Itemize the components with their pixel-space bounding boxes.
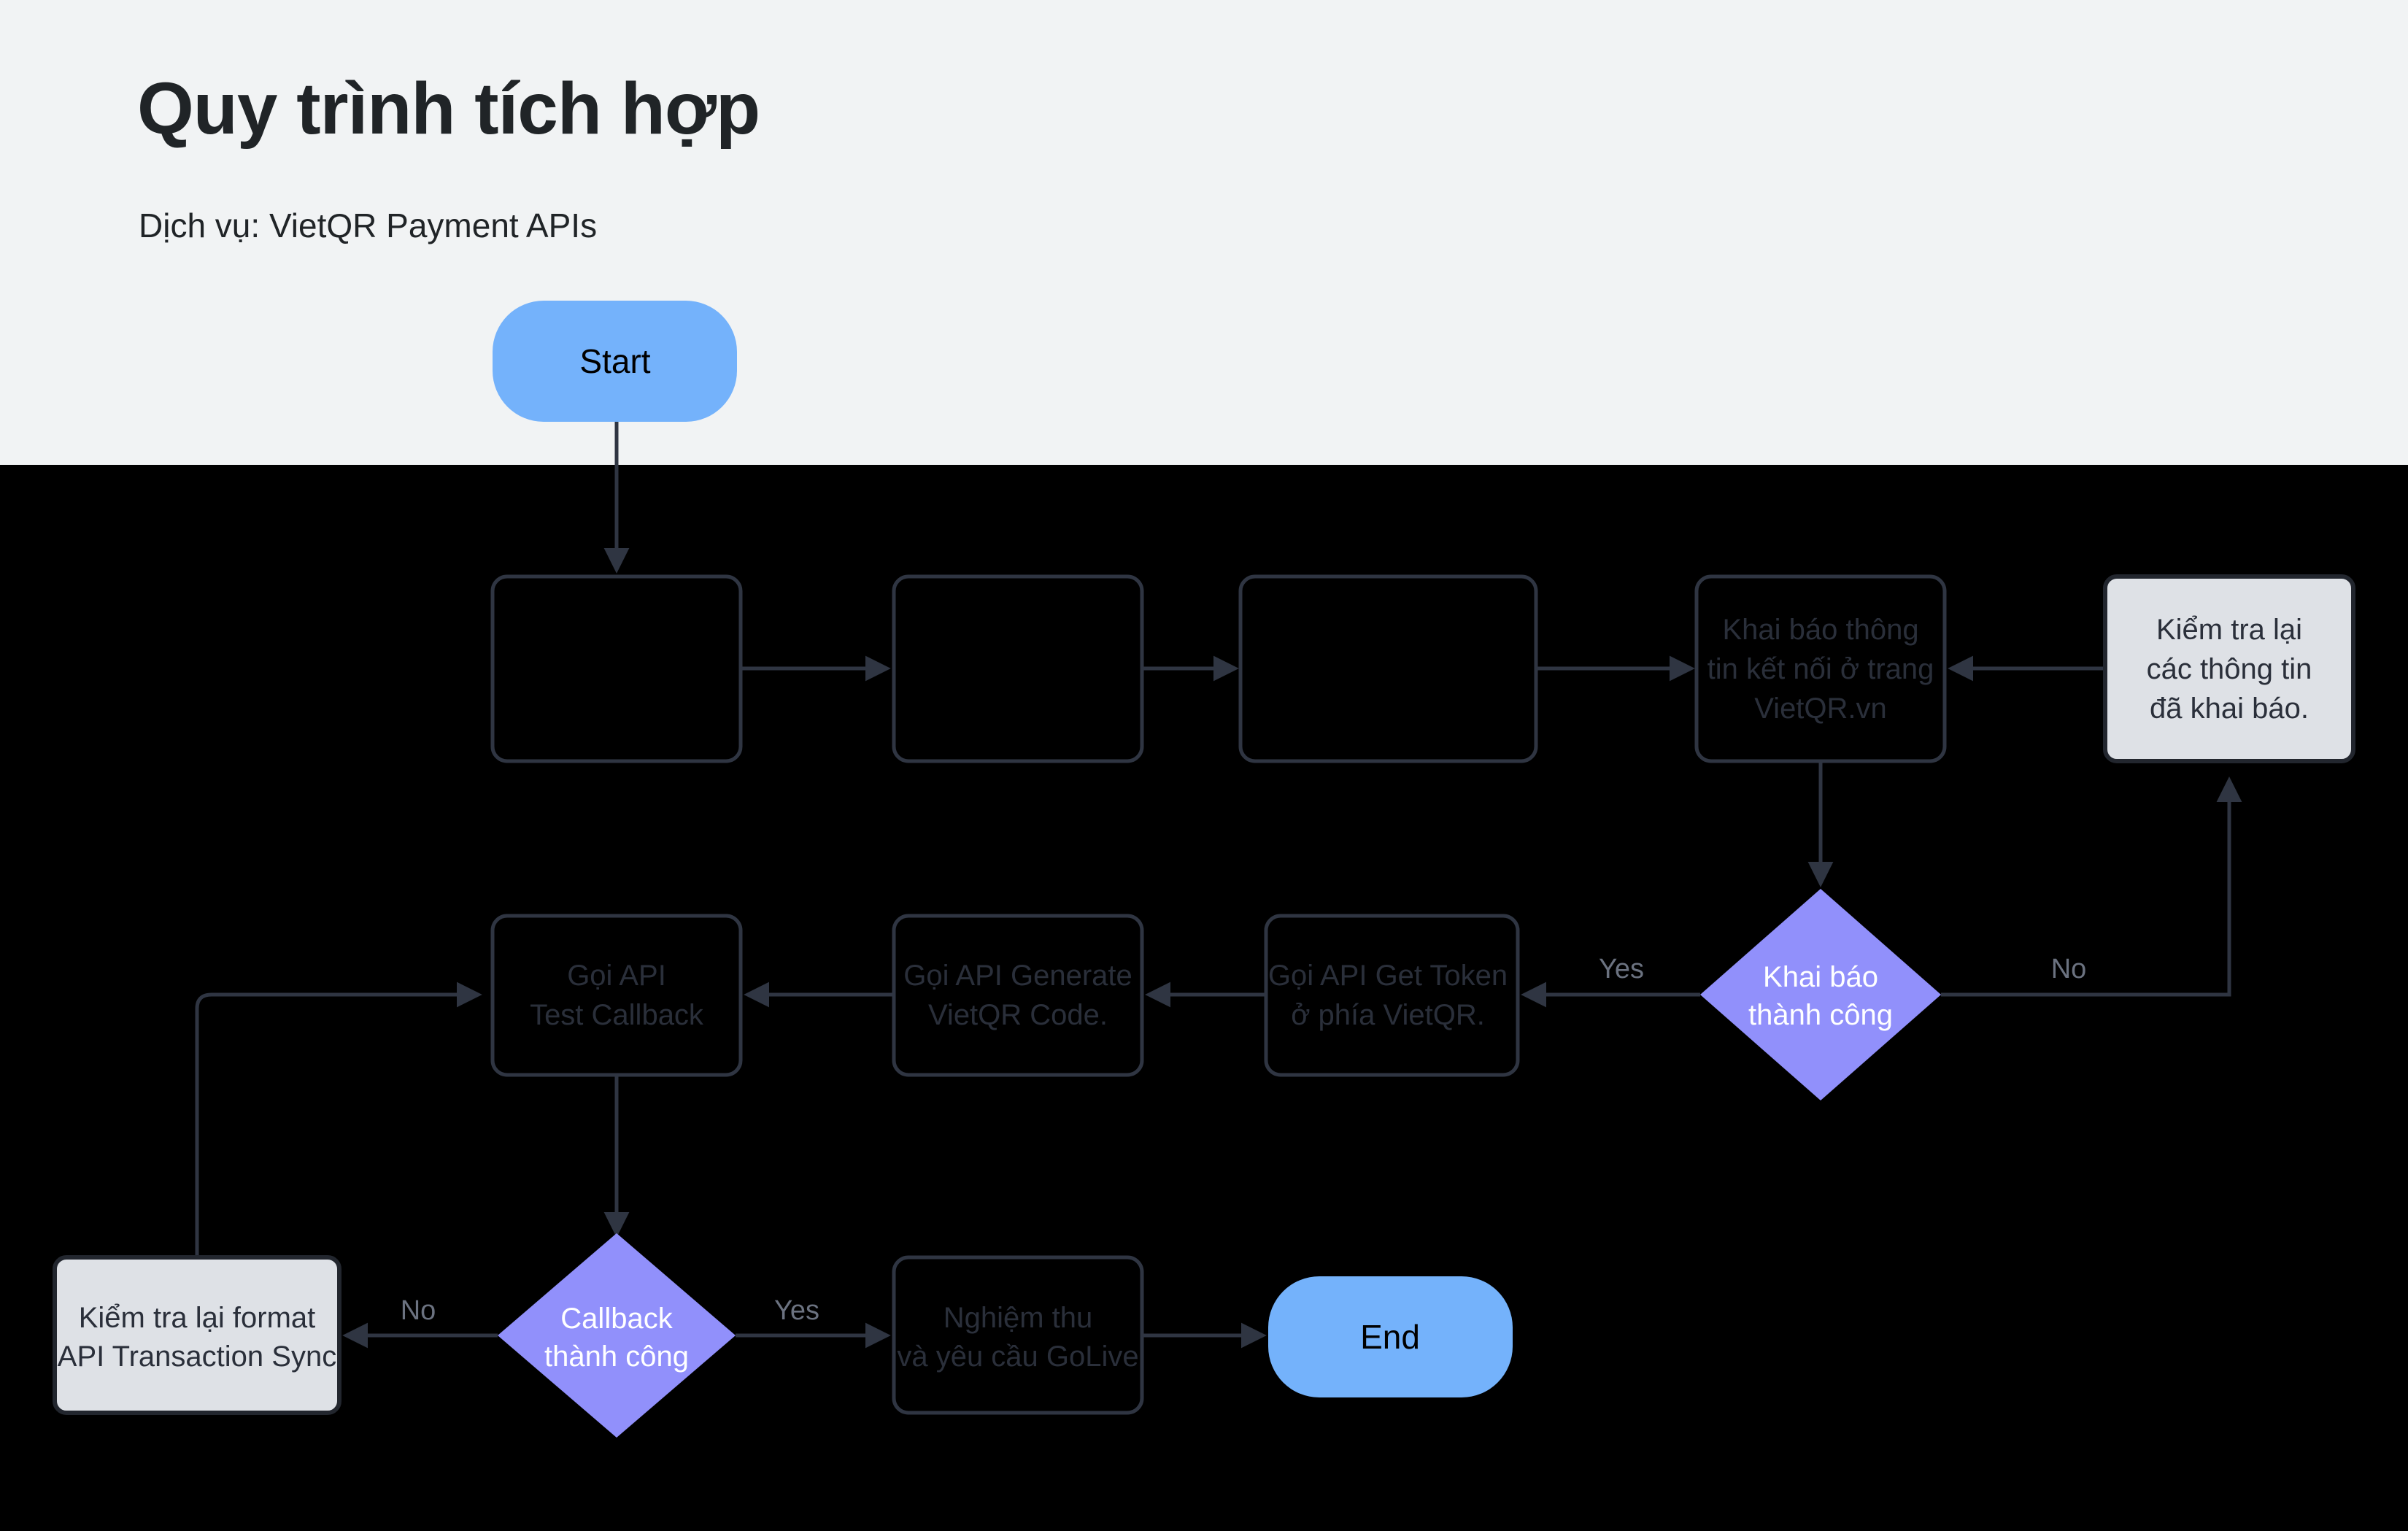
gettoken-line-2: ở phía VietQR. bbox=[1291, 999, 1485, 1031]
edge-label-callback-yes: Yes bbox=[774, 1295, 819, 1326]
decision-callback-shape[interactable] bbox=[498, 1233, 736, 1438]
testcb-line-2: Test Callback bbox=[530, 999, 704, 1031]
generate-line-2: VietQR Code. bbox=[928, 999, 1108, 1031]
fixformat-line-1: Kiểm tra lại format bbox=[79, 1302, 316, 1334]
recheck-shape[interactable] bbox=[2103, 574, 2355, 763]
decision-callback-line-1: Callback bbox=[560, 1303, 673, 1335]
decision-declare-shape[interactable] bbox=[1700, 889, 1941, 1100]
node-step3[interactable] bbox=[1238, 574, 1538, 763]
page-subtitle: Dịch vụ: VietQR Payment APIs bbox=[139, 207, 598, 244]
edge-label-callback-no: No bbox=[401, 1295, 436, 1326]
step1-shape[interactable] bbox=[490, 574, 743, 763]
fixformat-shape[interactable] bbox=[53, 1255, 341, 1415]
edge-label-declare-no: No bbox=[2051, 954, 2087, 984]
node-call-generate-vietqr-code[interactable]: Gọi API Generate VietQR Code. bbox=[892, 914, 1144, 1077]
golive-shape[interactable] bbox=[892, 1255, 1144, 1415]
node-start[interactable]: Start bbox=[493, 301, 737, 422]
end-shape[interactable] bbox=[1268, 1276, 1513, 1397]
node-call-get-token[interactable]: Gọi API Get Token ở phía VietQR. bbox=[1264, 914, 1520, 1077]
node-step2[interactable] bbox=[892, 574, 1144, 763]
generate-shape[interactable] bbox=[892, 914, 1144, 1077]
declare-line-3: VietQR.vn bbox=[1754, 693, 1887, 725]
gettoken-shape[interactable] bbox=[1264, 914, 1520, 1077]
start-label: Start bbox=[579, 342, 650, 380]
testcb-line-1: Gọi API bbox=[567, 960, 666, 992]
page-title: Quy trình tích hợp bbox=[137, 68, 760, 150]
decision-callback-line-2: thành công bbox=[544, 1341, 689, 1373]
node-end[interactable]: End bbox=[1268, 1276, 1513, 1397]
edge-label-declare-yes: Yes bbox=[1599, 954, 1644, 984]
recheck-line-2: các thông tin bbox=[2147, 653, 2312, 685]
node-acceptance-golive-request[interactable]: Nghiệm thu và yêu cầu GoLive bbox=[892, 1255, 1144, 1415]
start-shape[interactable] bbox=[493, 301, 737, 422]
node-decision-callback-success[interactable]: Callback thành công bbox=[498, 1233, 736, 1438]
golive-line-2: và yêu cầu GoLive bbox=[897, 1341, 1138, 1373]
recheck-line-1: Kiểm tra lại bbox=[2156, 614, 2302, 646]
node-recheck-api-format[interactable]: Kiểm tra lại format API Transaction Sync bbox=[53, 1255, 341, 1415]
step2-shape[interactable] bbox=[892, 574, 1144, 763]
end-label: End bbox=[1360, 1318, 1420, 1356]
recheck-line-3: đã khai báo. bbox=[2150, 693, 2309, 725]
edge-labels-layer: Yes No No Yes bbox=[401, 954, 2087, 1326]
edge-fixformat-to-testcb bbox=[195, 982, 482, 1257]
node-recheck-declared-info[interactable]: Kiểm tra lại các thông tin đã khai báo. bbox=[2103, 574, 2355, 763]
step3-shape[interactable] bbox=[1238, 574, 1538, 763]
declare-line-2: tin kết nối ở trang bbox=[1707, 653, 1934, 685]
edge-decision-no-to-recheck bbox=[1941, 776, 2242, 997]
gettoken-line-1: Gọi API Get Token bbox=[1268, 960, 1508, 992]
decision-declare-line-2: thành công bbox=[1748, 999, 1893, 1031]
node-step1[interactable] bbox=[490, 574, 743, 763]
testcb-shape[interactable] bbox=[490, 914, 743, 1077]
node-decision-declare-success[interactable]: Khai báo thành công bbox=[1700, 889, 1941, 1100]
declare-line-1: Khai báo thông bbox=[1722, 614, 1918, 646]
decision-declare-line-1: Khai báo bbox=[1763, 961, 1878, 993]
node-declare-connection-info[interactable]: Khai báo thông tin kết nối ở trang VietQ… bbox=[1694, 574, 1947, 763]
generate-line-1: Gọi API Generate bbox=[903, 960, 1132, 992]
edges-layer bbox=[195, 422, 2242, 1349]
declare-shape[interactable] bbox=[1694, 574, 1947, 763]
header-band bbox=[0, 0, 2408, 465]
fixformat-line-2: API Transaction Sync bbox=[58, 1341, 336, 1373]
golive-line-1: Nghiệm thu bbox=[943, 1302, 1093, 1334]
node-call-test-callback[interactable]: Gọi API Test Callback bbox=[490, 914, 743, 1077]
